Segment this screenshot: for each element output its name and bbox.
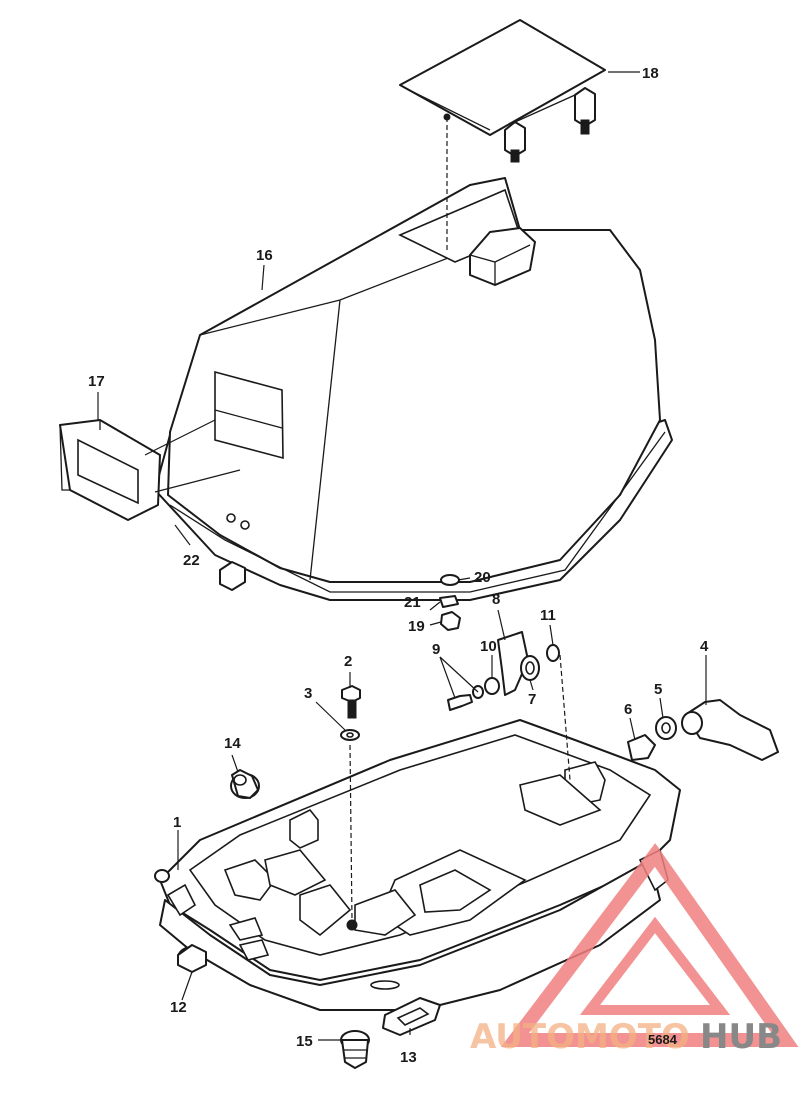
bottom-cowl-part — [154, 719, 681, 1011]
callout-1: 1 — [173, 814, 181, 831]
callout-21: 21 — [404, 594, 421, 611]
callout-20: 20 — [474, 569, 491, 586]
intake-grille-part — [59, 419, 161, 521]
callout-22: 22 — [183, 552, 200, 569]
callout-7: 7 — [528, 691, 536, 708]
grommet-part — [230, 769, 260, 799]
watermark-text-left: AUTOMOTO — [470, 1017, 690, 1057]
callout-5: 5 — [654, 681, 662, 698]
latch-lever-part — [497, 631, 529, 696]
callout-6: 6 — [624, 701, 632, 718]
grommet-13-part — [382, 997, 441, 1036]
bolt-part — [447, 694, 473, 711]
access-cover-part — [399, 19, 606, 163]
callout-4: 4 — [700, 638, 709, 655]
callout-16: 16 — [256, 247, 273, 264]
callout-15: 15 — [296, 1033, 313, 1050]
nut-part — [440, 611, 461, 631]
callout-9: 9 — [432, 641, 440, 658]
callout-11: 11 — [540, 607, 556, 624]
cowl-handle-part — [681, 699, 779, 761]
top-cowl-part — [154, 177, 673, 601]
callout-2: 2 — [344, 653, 352, 670]
plug-part — [177, 944, 207, 973]
callout-8: 8 — [492, 591, 500, 608]
callout-19: 19 — [408, 618, 425, 635]
watermark-logo — [500, 843, 799, 1047]
bushing-6-part — [627, 734, 656, 761]
callout-14: 14 — [224, 735, 241, 752]
watermark-text-right: HUB — [700, 1017, 782, 1057]
callout-18: 18 — [642, 65, 659, 82]
screw-part — [341, 685, 361, 703]
figure-number: 5684 — [648, 1032, 678, 1047]
callout-3: 3 — [304, 685, 312, 702]
small-washer-part — [546, 644, 560, 662]
washer-part — [440, 574, 460, 586]
drain-plug-part — [340, 1030, 370, 1069]
callout-10: 10 — [480, 638, 497, 655]
clip-part — [439, 595, 459, 608]
callout-13: 13 — [400, 1049, 417, 1066]
callout-17: 17 — [88, 373, 105, 390]
callout-12: 12 — [170, 999, 187, 1016]
